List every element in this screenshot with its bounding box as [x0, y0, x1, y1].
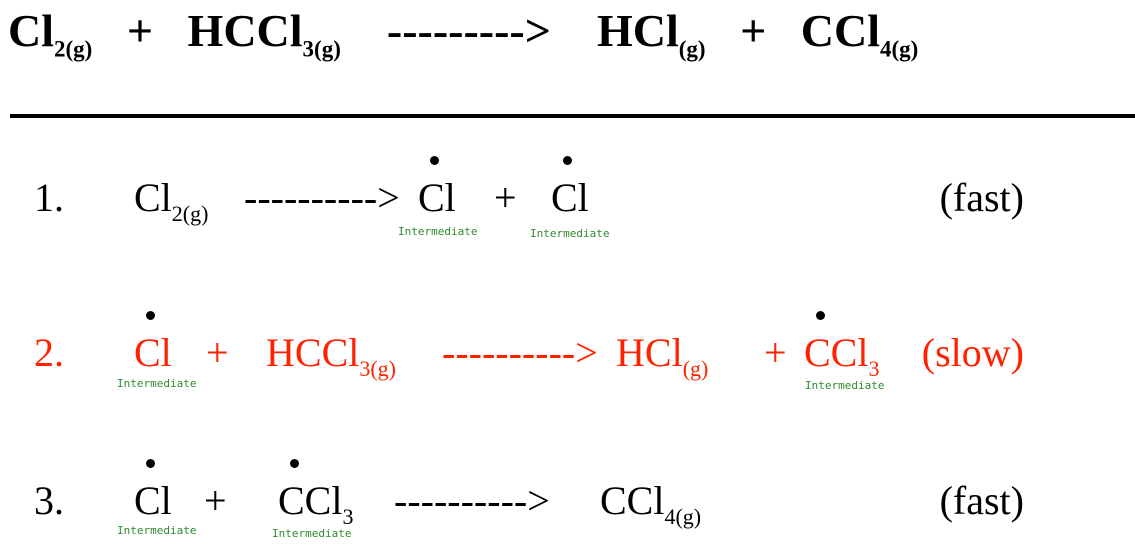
- step-1-reactant: Cl: [134, 175, 172, 220]
- step-2-product2: CCl: [804, 311, 868, 373]
- step-3-rate: (fast): [939, 478, 1024, 523]
- step-2-rate: (slow): [921, 330, 1024, 375]
- intermediate-label: Intermediate: [117, 377, 197, 390]
- step-3-plus: +: [204, 478, 227, 523]
- step-2-reactant1: Cl: [134, 311, 172, 373]
- overall-reactant1-sub: 2(g): [54, 36, 93, 62]
- step-3-number: 3.: [34, 478, 64, 523]
- step-1-product2: Cl: [551, 156, 589, 218]
- step-2-plus1: +: [206, 330, 229, 375]
- intermediate-label: Intermediate: [805, 379, 885, 392]
- step-1-rate: (fast): [939, 175, 1024, 220]
- step-3-product: CCl: [600, 478, 665, 523]
- overall-product1: HCl: [596, 5, 679, 56]
- step-1-number: 1.: [34, 175, 64, 220]
- intermediate-label: Intermediate: [398, 225, 478, 238]
- step-2-plus2: +: [764, 330, 787, 375]
- step-3-reactant2-sub: 3: [342, 503, 354, 529]
- intermediate-label: Intermediate: [530, 227, 610, 240]
- overall-reactant2-sub: 3(g): [302, 36, 341, 62]
- radical-dot-icon: [563, 156, 572, 165]
- step-2-product1: HCl: [616, 330, 683, 375]
- step-2-product1-sub: (g): [682, 355, 709, 381]
- step-2-product2-sub: 3: [868, 355, 880, 381]
- step-2-number: 2.: [34, 330, 64, 375]
- step-1-reactant-sub: 2(g): [171, 200, 209, 226]
- radical-dot-icon: [290, 459, 299, 468]
- overall-plus1: +: [126, 5, 154, 56]
- step-3-reactant2: CCl: [278, 459, 342, 521]
- intermediate-label: Intermediate: [272, 527, 352, 540]
- radical-dot-icon: [816, 311, 825, 320]
- radical-dot-icon: [146, 311, 155, 320]
- step-1-plus: +: [494, 175, 517, 220]
- step-3-product-sub: 4(g): [664, 503, 702, 529]
- step-2-arrow: ---------->: [442, 330, 598, 375]
- overall-plus2: +: [740, 5, 767, 56]
- step-3-reactant1: Cl: [134, 459, 172, 521]
- step-3-arrow: ---------->: [394, 478, 550, 523]
- overall-reactant1: Cl: [8, 5, 54, 56]
- divider-line: [10, 114, 1135, 118]
- step-2-reactant2-sub: 3(g): [359, 355, 397, 381]
- overall-reactant2: HCCl: [187, 5, 303, 56]
- overall-product1-sub: (g): [678, 36, 706, 62]
- overall-equation: Cl2(g) + HCCl3(g) ---------> HCl(g) + CC…: [8, 5, 919, 62]
- intermediate-label: Intermediate: [117, 524, 197, 537]
- step-2-reactant2: HCCl: [266, 330, 360, 375]
- step-1-product1: Cl: [418, 156, 456, 218]
- overall-arrow: --------->: [386, 5, 551, 56]
- radical-dot-icon: [430, 156, 439, 165]
- overall-product2-sub: 4(g): [880, 36, 919, 62]
- overall-product2: CCl: [800, 5, 881, 56]
- step-1-arrow: ---------->: [244, 175, 400, 220]
- radical-dot-icon: [146, 459, 155, 468]
